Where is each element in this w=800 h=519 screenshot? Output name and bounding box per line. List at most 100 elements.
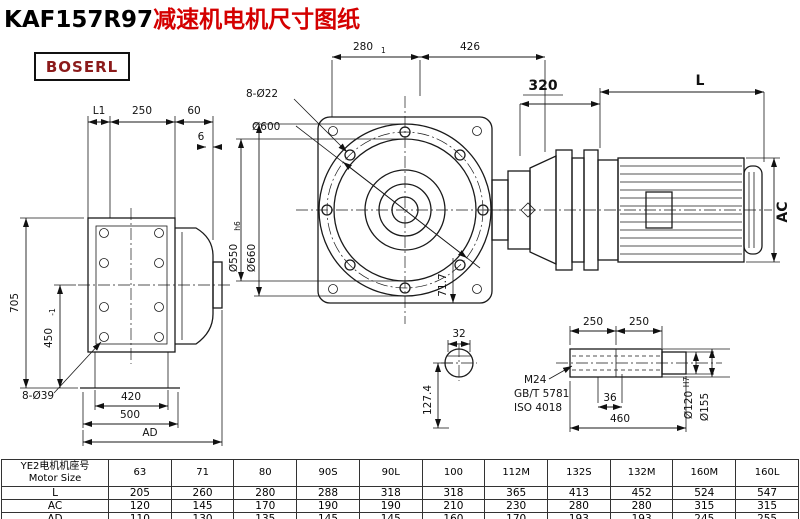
logo-text: BOSERL xyxy=(45,57,119,76)
dim-label-705: 705 xyxy=(9,293,21,313)
dim-label-d600: Ø600 xyxy=(252,121,280,133)
flange-holes xyxy=(99,228,164,342)
dim-label-d120-tol: H7 xyxy=(682,377,691,388)
dim-label-250: 250 xyxy=(132,105,152,117)
table-cell: 170 xyxy=(233,499,298,513)
table-row-AD: AD 110 130 135 145 145 160 170 193 193 2… xyxy=(1,512,799,519)
col-header: 90S xyxy=(296,459,360,487)
label-m24: M24 xyxy=(524,374,547,386)
dim-label-L1: L1 xyxy=(93,105,106,117)
dim-label-8xd22: 8-Ø22 xyxy=(246,88,278,100)
dim-label-320: 320 xyxy=(528,78,557,94)
table-cell: 190 xyxy=(296,499,360,513)
table-cell: 145 xyxy=(358,512,423,519)
table-cell: 120 xyxy=(108,499,172,513)
dim-top-side: L1 250 60 6 xyxy=(87,105,222,240)
table-cell: 210 xyxy=(421,499,486,513)
section-mark-diamond xyxy=(520,202,536,218)
col-header: 160L xyxy=(735,459,799,487)
col-header: 90L xyxy=(358,459,423,487)
dim-label-d155: Ø155 xyxy=(699,393,711,421)
dim-280-426: 280 1 426 xyxy=(331,41,546,152)
dim-label-L: L xyxy=(696,73,705,89)
dim-bottom-side: 8-Ø39 420 500 AD xyxy=(22,310,223,446)
table-cell: 190 xyxy=(358,499,423,513)
title-model: KAF157R97 xyxy=(4,7,154,33)
table-cell: 280 xyxy=(609,499,674,513)
table-cell: 130 xyxy=(170,512,235,519)
col-header: 80 xyxy=(233,459,298,487)
table-cell: 135 xyxy=(233,512,298,519)
label-gbt5781: GB/T 5781 xyxy=(514,388,569,400)
front-view xyxy=(295,96,514,324)
dim-label-d550: Ø550 xyxy=(228,244,240,272)
col-header: 71 xyxy=(170,459,235,487)
dim-label-250b: 250 xyxy=(629,316,649,328)
dim-d550-d660: Ø550 h6 Ø660 xyxy=(228,123,402,297)
dim-label-6: 6 xyxy=(198,131,205,143)
boserl-logo: BOSERL xyxy=(34,52,130,81)
dim-label-450: 450 xyxy=(43,328,55,348)
label-iso4018: ISO 4018 xyxy=(514,402,562,414)
dim-label-450-tol: -1 xyxy=(48,308,57,316)
dim-left-side: 705 450 -1 xyxy=(9,217,84,389)
row-label: L xyxy=(1,486,109,500)
table-cell: 160 xyxy=(421,512,486,519)
dim-label-AC: AC xyxy=(775,201,791,222)
table-cell: 255 xyxy=(735,512,799,519)
motor-fins xyxy=(620,165,742,255)
dim-label-d660: Ø660 xyxy=(246,244,258,272)
table-cell: 365 xyxy=(484,486,549,500)
table-header-row: YE2电机机座号 Motor Size 63 71 80 90S 90L 100… xyxy=(1,459,799,487)
header-en: Motor Size xyxy=(28,473,82,484)
output-shaft-view: 250 250 M24 GB/T 5781 ISO 4018 36 460 Ø1… xyxy=(514,316,730,432)
table-cell: 230 xyxy=(484,499,549,513)
table-cell: 193 xyxy=(609,512,674,519)
col-header: 132S xyxy=(547,459,611,487)
col-header: 112M xyxy=(484,459,549,487)
motor-nameplate xyxy=(645,191,673,229)
table-cell: 547 xyxy=(735,486,799,500)
table-row-AC: AC 120 145 170 190 190 210 230 280 280 3… xyxy=(1,499,799,513)
technical-drawing: 280 1 426 8-Ø22 Ø600 Ø550 h6 Ø660 71.7 xyxy=(9,41,791,446)
table-row-L: L 205 260 280 288 318 318 365 413 452 52… xyxy=(1,486,799,500)
dim-label-250a: 250 xyxy=(583,316,603,328)
table-cell: 288 xyxy=(296,486,360,500)
dim-label-36: 36 xyxy=(603,392,617,404)
dim-label-426: 426 xyxy=(460,41,480,53)
page-title: KAF157R97减速机电机尺寸图纸 xyxy=(4,0,360,34)
dim-label-280: 280 xyxy=(353,41,373,53)
table-cell: 145 xyxy=(170,499,235,513)
table-cell: 260 xyxy=(170,486,235,500)
table-cell: 170 xyxy=(484,512,549,519)
dim-label-d120: Ø120 xyxy=(683,391,695,419)
table-cell: 315 xyxy=(735,499,799,513)
dim-label-717: 71.7 xyxy=(437,273,449,296)
dim-717: 71.7 xyxy=(437,258,456,303)
col-header: 63 xyxy=(108,459,172,487)
table-cell: 318 xyxy=(421,486,486,500)
col-header: 132M xyxy=(609,459,674,487)
col-header: 160M xyxy=(672,459,737,487)
table-cell: 280 xyxy=(233,486,298,500)
table-cell: 110 xyxy=(108,512,172,519)
table-cell: 245 xyxy=(672,512,737,519)
table-header-motor-size: YE2电机机座号 Motor Size xyxy=(1,459,109,487)
dim-label-60: 60 xyxy=(187,105,200,117)
table-cell: 524 xyxy=(672,486,737,500)
dim-320-L-AC: 320 L AC xyxy=(519,73,791,263)
dim-label-8xd39: 8-Ø39 xyxy=(22,390,54,402)
dim-label-32: 32 xyxy=(452,328,465,340)
dim-label-1274: 127.4 xyxy=(422,385,434,415)
row-label: AC xyxy=(1,499,109,513)
row-label: AD xyxy=(1,512,109,519)
table-cell: 452 xyxy=(609,486,674,500)
table-cell: 145 xyxy=(296,512,360,519)
motor-size-table: YE2电机机座号 Motor Size 63 71 80 90S 90L 100… xyxy=(1,459,799,519)
col-header: 100 xyxy=(421,459,486,487)
shaft-section-view: 32 127.4 xyxy=(422,328,477,429)
dim-label-280-tol: 1 xyxy=(381,46,386,55)
table-cell: 315 xyxy=(672,499,737,513)
title-suffix: 减速机电机尺寸图纸 xyxy=(153,7,361,33)
